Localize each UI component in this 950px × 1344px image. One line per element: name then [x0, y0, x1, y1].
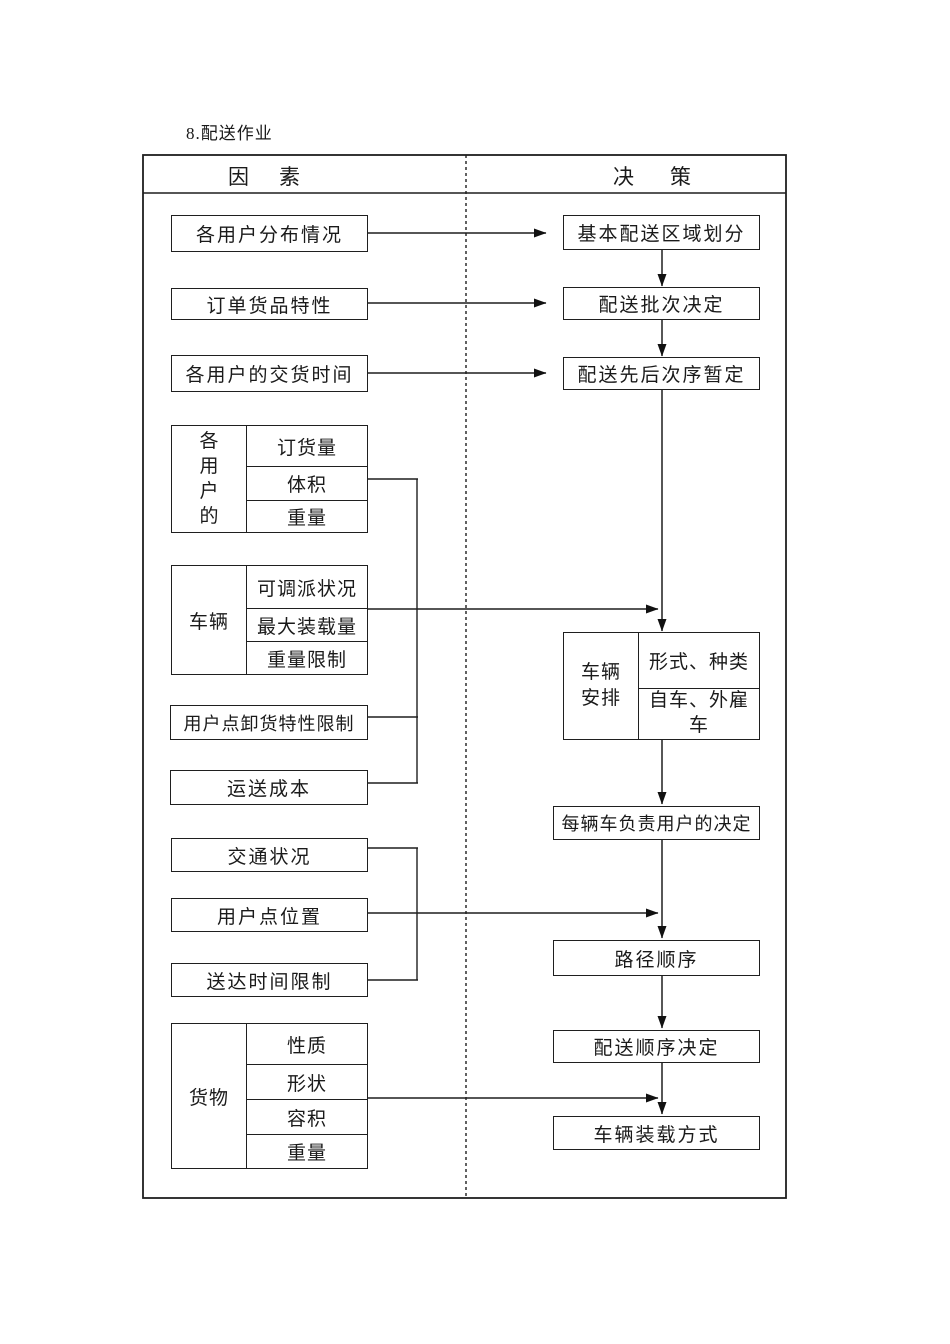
column-header-factors: 因素 [228, 165, 330, 189]
group-label-goods: 货物 [172, 1024, 247, 1168]
group-label-vehicle-arrangement: 车辆安排 [564, 633, 639, 739]
cell-weight: 重量 [247, 500, 367, 532]
cell-goods-weight: 重量 [247, 1134, 367, 1168]
group-label-text: 车辆 [188, 611, 229, 633]
column-header-decisions: 决策 [613, 165, 727, 189]
decision-box-basic-area: 基本配送区域划分 [563, 215, 760, 250]
cell-dispatch-status: 可调派状况 [256, 578, 357, 600]
factor-group-goods: 货物 性质 形状 容积 重量 [171, 1023, 368, 1169]
cell-max-load: 最大装载量 [247, 608, 367, 641]
cell-weight-limit: 重量限制 [247, 641, 367, 674]
factor-box-traffic: 交通状况 [171, 838, 368, 872]
group-label-text: 各用户的 [199, 430, 219, 528]
page-title: 8.配送作业 [186, 124, 273, 143]
decision-box-loading-method: 车辆装载方式 [553, 1116, 760, 1150]
decision-box-batch: 配送批次决定 [563, 287, 760, 320]
group-label-text: 货物 [188, 1087, 229, 1109]
decision-box-route-order: 路径顺序 [553, 940, 760, 976]
cell-own-or-hired: 自车、外雇车 [639, 688, 759, 739]
cell-order-quantity: 订货量 [276, 437, 337, 459]
cell-shape: 形状 [247, 1064, 367, 1099]
group-label-text: 车辆安排 [580, 662, 621, 709]
factor-group-vehicle: 车辆 可调派状况 最大装载量 重量限制 [171, 565, 368, 675]
cell-capacity: 容积 [247, 1099, 367, 1134]
group-label-per-user: 各用户的 [172, 426, 247, 532]
cell-text: 自车、外雇车 [648, 690, 749, 736]
cell-nature: 性质 [286, 1035, 327, 1057]
factor-box-delivery-times: 各用户的交货时间 [171, 355, 368, 392]
outer-frame [142, 154, 787, 1199]
cell-volume: 体积 [247, 466, 367, 500]
factor-box-unloading-limit: 用户点卸货特性限制 [170, 705, 368, 740]
decision-box-delivery-order: 配送顺序决定 [553, 1030, 760, 1063]
factor-group-per-user: 各用户的 订货量 体积 重量 [171, 425, 368, 533]
factor-box-arrival-limit: 送达时间限制 [171, 963, 368, 997]
factor-box-user-distribution: 各用户分布情况 [171, 215, 368, 252]
decision-box-per-vehicle-users: 每辆车负责用户的决定 [553, 806, 760, 840]
cell-form-type: 形式、种类 [648, 652, 749, 673]
factor-box-transport-cost: 运送成本 [170, 770, 368, 805]
factor-box-order-goods: 订单货品特性 [171, 288, 368, 320]
decision-group-vehicle-arrangement: 车辆安排 形式、种类 自车、外雇车 [563, 632, 760, 740]
factor-box-user-location: 用户点位置 [171, 898, 368, 932]
decision-box-order-tentative: 配送先后次序暂定 [563, 357, 760, 390]
group-label-vehicle: 车辆 [172, 566, 247, 674]
